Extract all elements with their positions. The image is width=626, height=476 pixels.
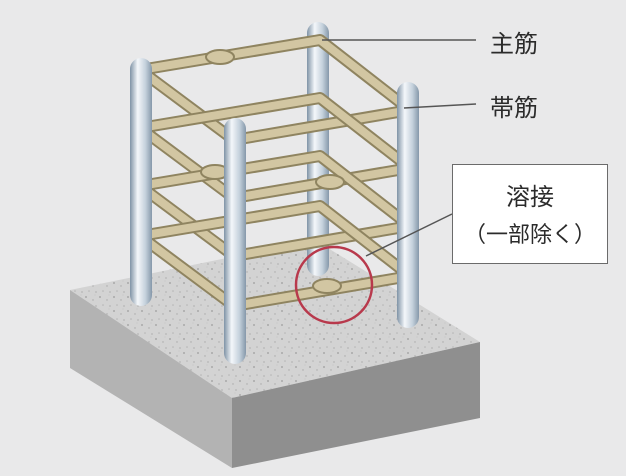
weld-callout-title: 溶接 <box>506 183 554 211</box>
leader-lines <box>322 39 477 257</box>
main-rebar-label: 主筋 <box>490 30 538 58</box>
leader-weld <box>365 213 453 257</box>
weld-points <box>200 49 345 294</box>
hoop-label: 帯筋 <box>490 94 538 122</box>
main-bars-front <box>130 58 419 364</box>
foundation-front <box>70 290 232 468</box>
weld-point <box>312 278 342 294</box>
main-bar-front <box>224 118 246 364</box>
weld-callout-circle <box>294 245 374 325</box>
foundation-side <box>232 342 480 468</box>
weld-callout: 溶接 （一部除く） <box>452 164 608 264</box>
weld-point <box>315 174 345 190</box>
main-bar-left <box>130 58 152 306</box>
leader-hoop <box>403 103 477 109</box>
weld-callout-note: （一部除く） <box>463 223 596 248</box>
main-bar-right <box>397 82 419 328</box>
weld-point <box>205 49 235 65</box>
